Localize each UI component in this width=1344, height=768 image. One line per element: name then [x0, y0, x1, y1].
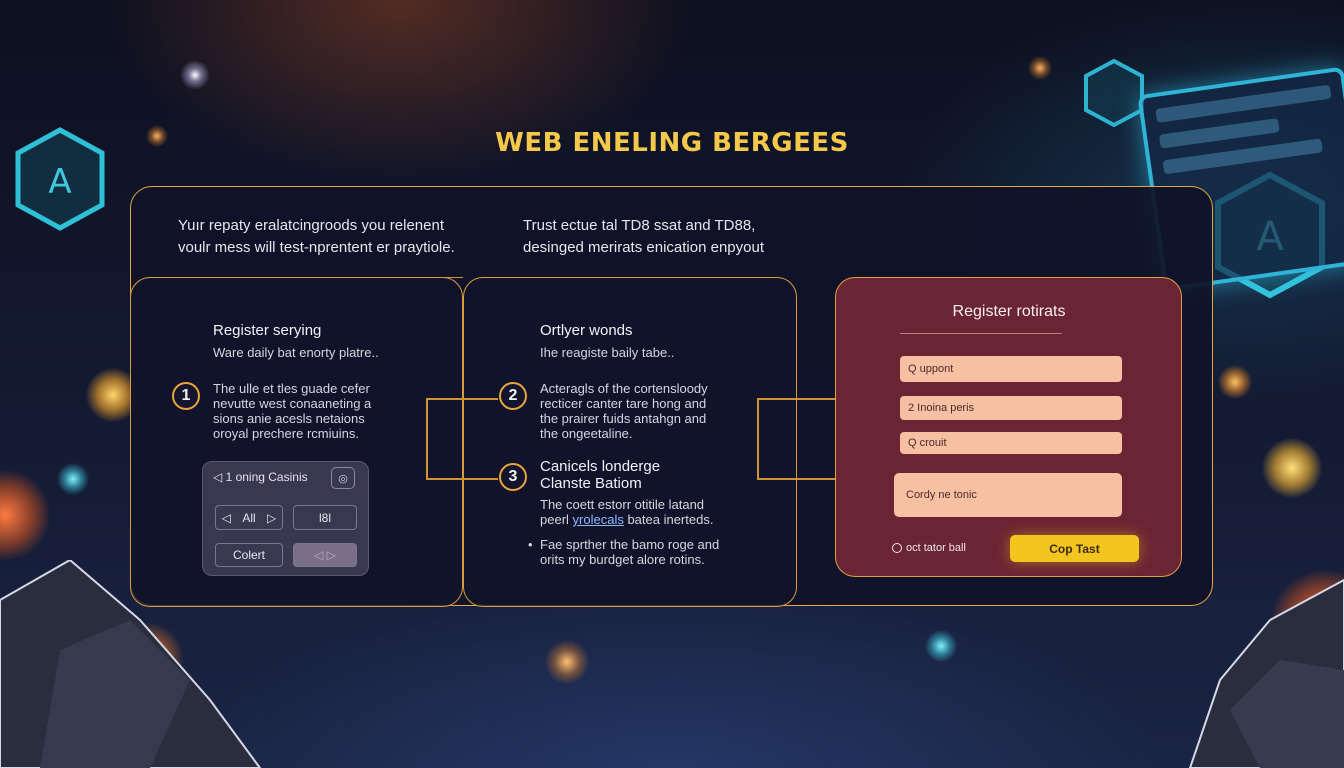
step3-heading-line: Canicels londerge: [540, 458, 661, 475]
step-number-1: 1: [172, 382, 200, 410]
intro-right-line2: desinged merirats enication enpyout: [523, 239, 764, 256]
register-input-support[interactable]: Q uppont: [900, 356, 1122, 382]
panel1-subtext: Ware daily bat enorty platre..: [213, 345, 379, 360]
intro-right-line1: Trust ectue tal TD8 ssat and TD88,: [523, 217, 756, 234]
hexagon-icon: A: [15, 127, 105, 231]
intro-right: Trust ectue tal TD8 ssat and TD88, desin…: [523, 215, 764, 259]
step2-line: recticer canter tare hong and: [540, 396, 707, 411]
bullet-line: orits my burdget alore rotins.: [540, 552, 705, 567]
casino-widget: ◁ 1 oning Casinis ◎ ◁ All ▷ l8l Colert ◁…: [202, 461, 369, 576]
register-title-underline: [900, 333, 1062, 334]
nav-label: All: [242, 510, 256, 525]
connector-line: [757, 398, 835, 400]
orb-glow: [57, 463, 89, 495]
bullet-text: Fae sprther the bamo roge and orits my b…: [540, 537, 719, 567]
widget-header: ◁ 1 oning Casinis: [213, 470, 308, 484]
star-glow: [180, 60, 210, 90]
value-field[interactable]: l8l: [293, 505, 357, 530]
step2-line: the ongeetaline.: [540, 426, 633, 441]
arrow-right-icon[interactable]: ▷: [267, 510, 277, 525]
colert-button[interactable]: Colert: [215, 543, 283, 567]
register-textarea[interactable]: Cordy ne tonic: [894, 473, 1122, 517]
orb-glow: [146, 125, 168, 147]
orb-glow: [1218, 365, 1252, 399]
step2-line: Acteragls of the cortensloody: [540, 381, 708, 396]
register-panel: [835, 277, 1182, 577]
register-title: Register rotirats: [952, 303, 1066, 320]
radio-circle-icon[interactable]: [892, 543, 902, 553]
panel2-subtext: Ihe reagiste baily tabe..: [540, 345, 675, 360]
orb-glow: [925, 630, 957, 662]
connector-line: [426, 398, 498, 400]
crystal-rocks: [0, 560, 1344, 768]
toggle-button[interactable]: ◁ ▷: [293, 543, 357, 567]
register-input-points[interactable]: 2 Inoina peris: [900, 396, 1122, 420]
arrow-left-icon[interactable]: ◁: [221, 510, 231, 525]
panel2-heading: Ortlyer wonds: [540, 322, 633, 339]
panel1-heading: Register serying: [213, 322, 322, 339]
orb-glow: [545, 640, 589, 684]
step3-text-b: batea inerteds.: [623, 512, 714, 527]
intro-left: Yuır repaty eralatcingroods you relenent…: [178, 215, 455, 259]
step3-heading: Canicels londerge Clanste Batiom: [540, 458, 660, 492]
page-title: WEB ENELING BERGEES: [495, 128, 849, 158]
step3-text-a: peerl: [540, 512, 573, 527]
connector-line: [757, 478, 835, 480]
step1-line: oroyal prechere rcmiuins.: [213, 426, 359, 441]
panel1-step-text: The ulle et tles guade cefer nevutte wes…: [213, 381, 371, 441]
step-number-2: 2: [499, 382, 527, 410]
orb-glow: [1028, 56, 1052, 80]
connector-line: [757, 398, 759, 478]
step1-line: sions anie acesls netaions: [213, 411, 365, 426]
radio-label: oct tator ball: [906, 542, 966, 554]
step1-line: The ulle et tles guade cefer: [213, 381, 370, 396]
orb-glow: [0, 470, 50, 560]
step1-line: nevutte west conaaneting a: [213, 396, 372, 411]
intro-left-line1: Yuır repaty eralatcingroods you relenent: [178, 217, 444, 234]
connector-line: [426, 398, 428, 478]
register-radio[interactable]: oct tator ball: [892, 542, 966, 554]
bullet-line: Fae sprther the bamo roge and: [540, 537, 720, 552]
cop-tast-button[interactable]: Cop Tast: [1010, 535, 1139, 562]
register-input-circuit[interactable]: Q crouit: [900, 432, 1122, 454]
connector-line: [426, 478, 498, 480]
step3-line: peerl yrolecals batea inerteds.: [540, 512, 713, 527]
panel2-step-text: Acteragls of the cortensloody recticer c…: [540, 381, 708, 441]
step2-line: the prairer fuids antahgn and: [540, 411, 707, 426]
panel-step-2: [463, 277, 797, 607]
nav-control: ◁ All ▷: [215, 505, 283, 530]
step-number-3: 3: [499, 463, 527, 491]
hexagon-icon: [1084, 58, 1144, 128]
bullet-dot: •: [528, 537, 533, 552]
intro-left-line2: voulr mess will test-nprentent er prayti…: [178, 239, 455, 256]
step3-line: The coett estorr otitile latand: [540, 497, 705, 512]
step3-link[interactable]: yrolecals: [572, 512, 624, 527]
orb-glow: [1262, 438, 1322, 498]
svg-text:A: A: [48, 162, 71, 202]
step3-heading-line: Clanste Batiom: [540, 475, 642, 492]
target-icon[interactable]: ◎: [331, 467, 355, 489]
step3-text: The coett estorr otitile latand peerl yr…: [540, 497, 713, 527]
